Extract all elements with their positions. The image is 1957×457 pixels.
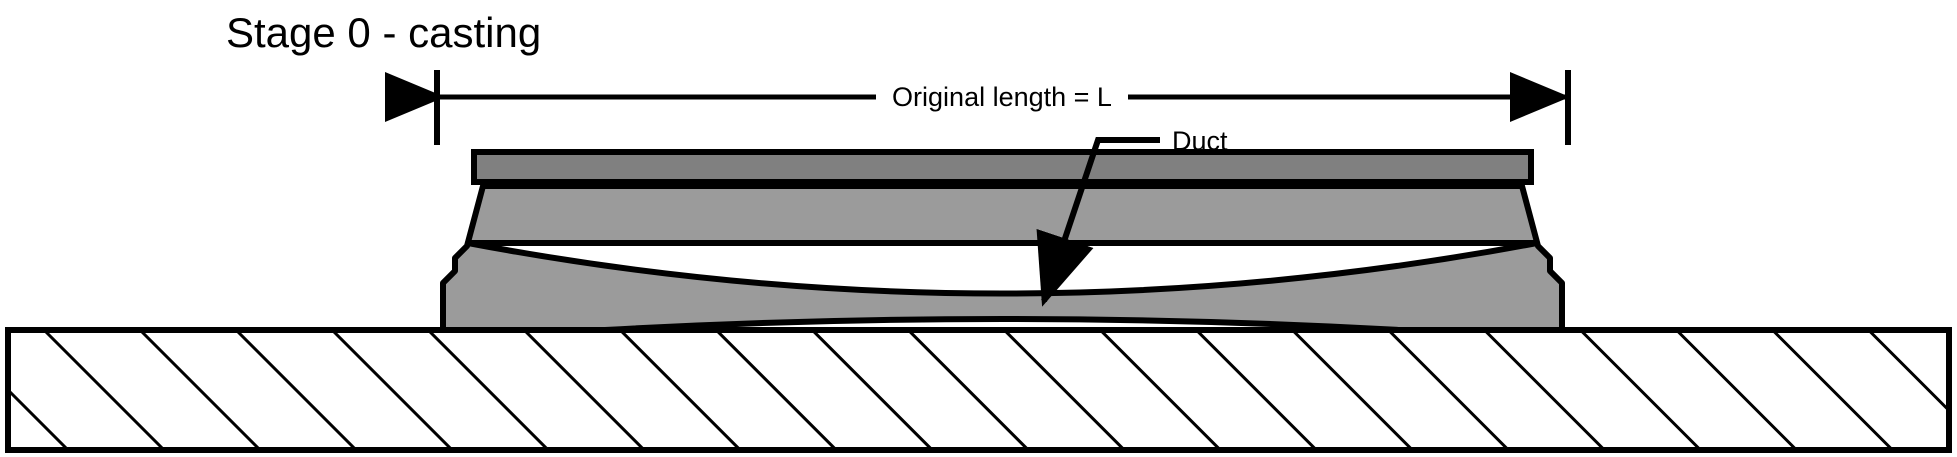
dimension-label: Original length = L [892,82,1112,112]
duct-callout: Duct [1036,126,1228,307]
duct-profile [465,240,1540,297]
precast-girder [440,149,1565,333]
duct-label: Duct [1172,126,1228,156]
girder-top-slab [471,149,1534,185]
casting-bed-hatch-fill [5,327,1952,453]
casting-bed [5,327,1952,453]
duct-leader-line [1036,137,1160,307]
page-title: Stage 0 - casting [226,9,541,56]
dimension-original-length: Original length = L [385,70,1571,145]
